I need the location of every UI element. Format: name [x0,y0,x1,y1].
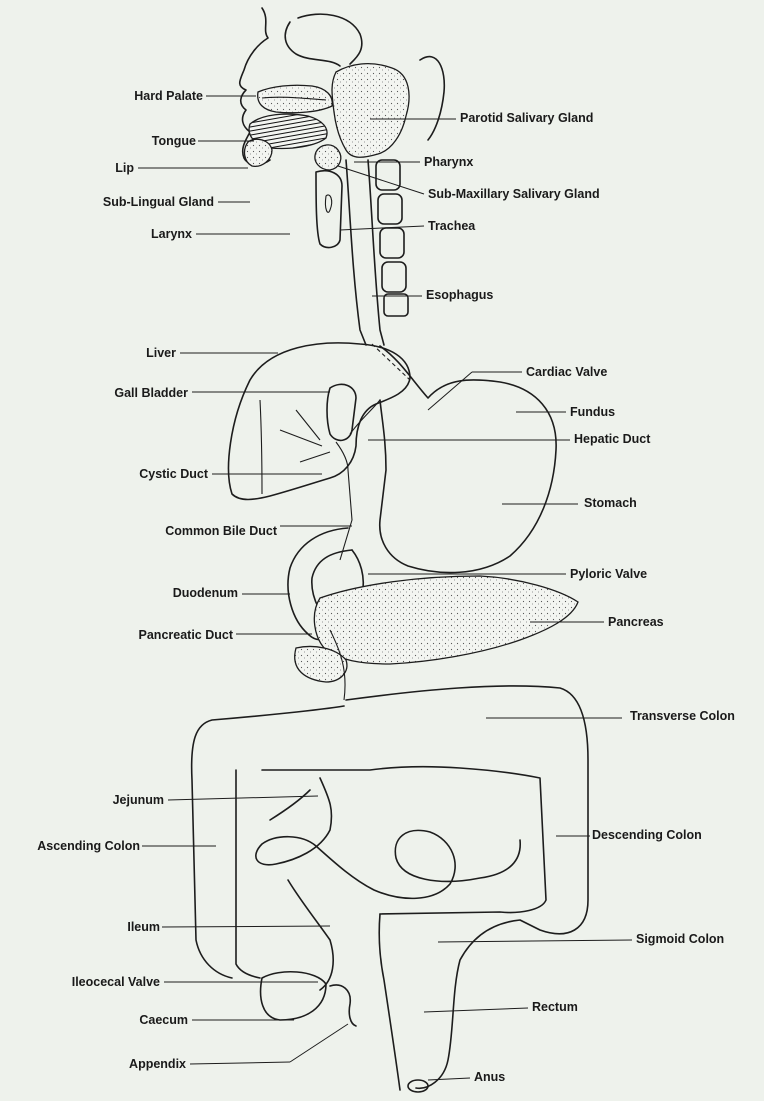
label-parotid-salivary-gland: Parotid Salivary Gland [460,111,593,125]
label-stomach: Stomach [584,496,637,510]
label-ileum: Ileum [127,920,160,934]
label-esophagus: Esophagus [426,288,493,302]
label-ascending-colon: Ascending Colon [37,839,140,853]
label-larynx: Larynx [151,227,192,241]
stomach [380,346,556,573]
sub-maxillary-gland [315,145,341,170]
caecum [261,972,326,1020]
larynx [316,171,342,248]
label-pancreatic-duct: Pancreatic Duct [139,628,233,642]
label-caecum: Caecum [139,1013,188,1027]
label-hepatic-duct: Hepatic Duct [574,432,650,446]
large-intestine [346,686,588,1088]
label-ileocecal-valve: Ileocecal Valve [72,975,160,989]
label-fundus: Fundus [570,405,615,419]
label-sigmoid-colon: Sigmoid Colon [636,932,724,946]
label-hard-palate: Hard Palate [134,89,203,103]
label-cystic-duct: Cystic Duct [139,467,208,481]
label-sub-maxillary-salivary-gland: Sub-Maxillary Salivary Gland [428,187,600,201]
label-rectum: Rectum [532,1000,578,1014]
label-gall-bladder: Gall Bladder [114,386,188,400]
label-anus: Anus [474,1070,505,1084]
label-liver: Liver [146,346,176,360]
label-jejunum: Jejunum [113,793,164,807]
label-appendix: Appendix [129,1057,186,1071]
label-cardiac-valve: Cardiac Valve [526,365,607,379]
anus [408,1080,428,1092]
label-descending-colon: Descending Colon [592,828,702,842]
label-duodenum: Duodenum [173,586,238,600]
appendix [330,985,356,1026]
label-common-bile-duct: Common Bile Duct [165,524,277,538]
parotid-gland [332,64,409,158]
hard-palate [258,85,333,113]
label-transverse-colon: Transverse Colon [630,709,735,723]
pancreas [314,576,578,664]
label-pharynx: Pharynx [424,155,473,169]
small-intestine [256,778,520,898]
label-lip: Lip [115,161,134,175]
label-tongue: Tongue [152,134,196,148]
label-sub-lingual-gland: Sub-Lingual Gland [103,195,214,209]
label-pyloric-valve: Pyloric Valve [570,567,647,581]
label-trachea: Trachea [428,219,475,233]
label-pancreas: Pancreas [608,615,664,629]
